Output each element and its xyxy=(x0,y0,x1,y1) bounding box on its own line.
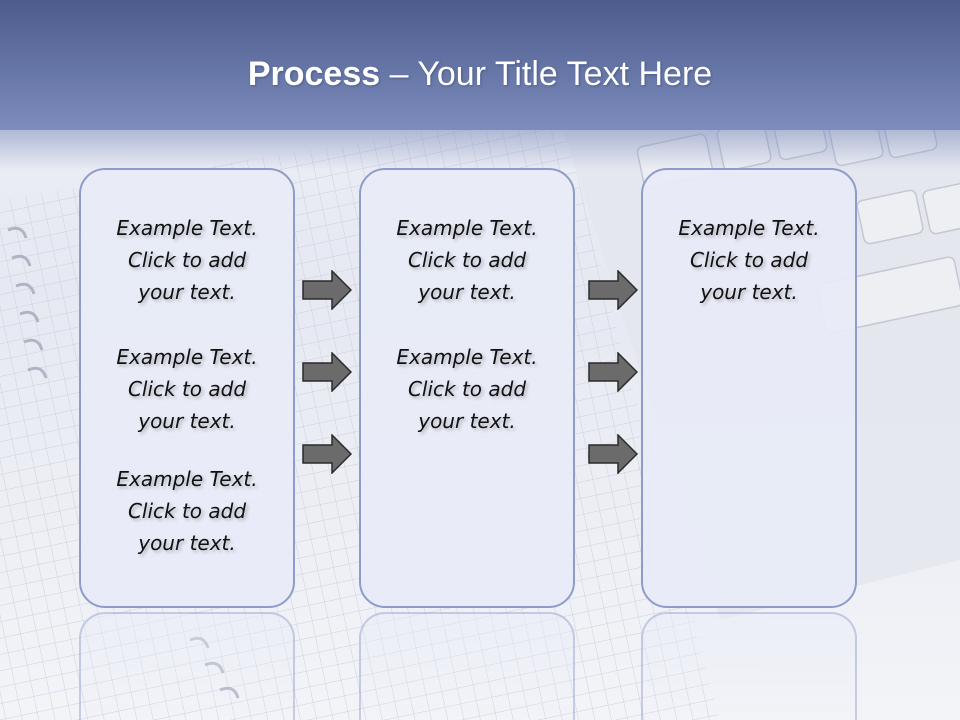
process-box-1[interactable]: Example Text. Click to add your text. Ex… xyxy=(79,168,295,608)
text-placeholder[interactable]: Example Text. Click to add your text. xyxy=(643,212,855,308)
text-line: your text. xyxy=(418,280,516,304)
text-placeholder[interactable]: Example Text. Click to add your text. xyxy=(81,463,293,559)
header-fade xyxy=(0,130,960,170)
text-line: your text. xyxy=(700,280,798,304)
text-line: Example Text. xyxy=(116,467,258,491)
text-line: Click to add xyxy=(407,377,527,401)
right-arrow-icon[interactable] xyxy=(302,434,352,474)
right-arrow-icon[interactable] xyxy=(302,270,352,310)
process-box-3[interactable]: Example Text. Click to add your text. xyxy=(641,168,857,608)
text-line: Click to add xyxy=(689,248,809,272)
title-rest: – Your Title Text Here xyxy=(380,55,713,93)
text-line: Click to add xyxy=(127,377,247,401)
right-arrow-icon[interactable] xyxy=(588,434,638,474)
box-reflection xyxy=(359,612,575,720)
text-line: your text. xyxy=(138,280,236,304)
text-line: Example Text. xyxy=(396,216,538,240)
header-band xyxy=(0,0,960,130)
slide-title[interactable]: Process – Your Title Text Here xyxy=(0,52,960,96)
text-line: Example Text. xyxy=(116,216,258,240)
box-reflection xyxy=(79,612,295,720)
text-line: Click to add xyxy=(127,248,247,272)
right-arrow-icon[interactable] xyxy=(588,270,638,310)
text-line: Example Text. xyxy=(116,345,258,369)
text-line: Example Text. xyxy=(396,345,538,369)
text-placeholder[interactable]: Example Text. Click to add your text. xyxy=(361,341,573,437)
right-arrow-icon[interactable] xyxy=(588,352,638,392)
text-line: your text. xyxy=(138,531,236,555)
title-bold: Process xyxy=(247,55,381,93)
process-box-2[interactable]: Example Text. Click to add your text. Ex… xyxy=(359,168,575,608)
text-placeholder[interactable]: Example Text. Click to add your text. xyxy=(81,212,293,308)
text-line: Click to add xyxy=(127,499,247,523)
right-arrow-icon[interactable] xyxy=(302,352,352,392)
box-reflection xyxy=(641,612,857,720)
text-line: your text. xyxy=(418,409,516,433)
text-line: Click to add xyxy=(407,248,527,272)
text-placeholder[interactable]: Example Text. Click to add your text. xyxy=(361,212,573,308)
text-placeholder[interactable]: Example Text. Click to add your text. xyxy=(81,341,293,437)
text-line: Example Text. xyxy=(678,216,820,240)
text-line: your text. xyxy=(138,409,236,433)
